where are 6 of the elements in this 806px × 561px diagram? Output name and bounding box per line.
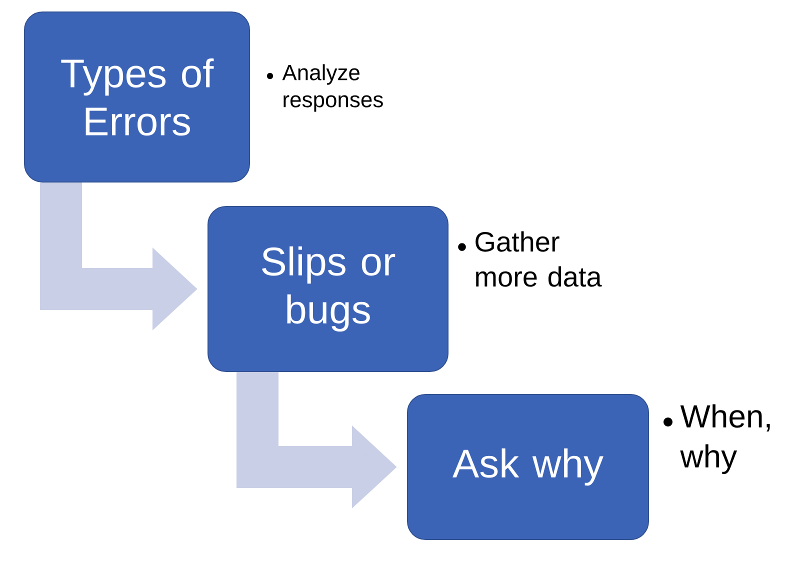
process-box: Ask why [407, 394, 649, 540]
note-text: Analyze responses [282, 64, 383, 112]
note-text: Gather more data [476, 231, 602, 287]
process-box: Slips or bugs [208, 206, 448, 372]
note-text: When, why [680, 404, 770, 474]
process-box: Types of Errors [24, 12, 250, 182]
